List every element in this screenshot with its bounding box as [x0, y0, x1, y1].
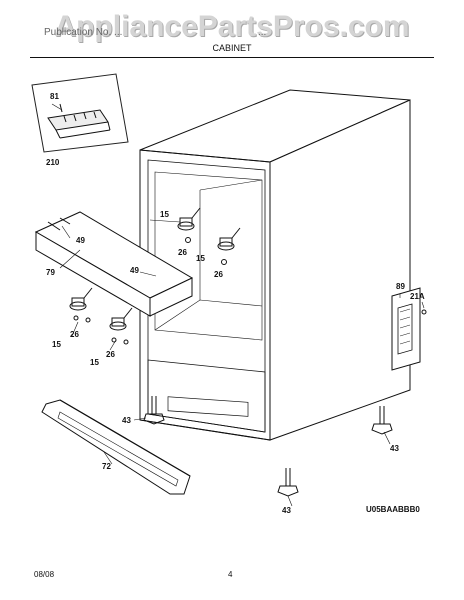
bracket-inset — [31, 73, 129, 153]
part-label-49-left: 49 — [76, 236, 85, 245]
toe-grille — [41, 399, 191, 495]
part-label-26-top: 26 — [178, 248, 187, 257]
header-rule — [30, 57, 434, 58]
part-label-210: 210 — [46, 158, 60, 167]
part-label-72: 72 — [102, 462, 111, 471]
part-label-43-right: 43 — [390, 444, 399, 453]
watermark: AppliancePartsPros.com — [54, 10, 410, 43]
part-label-79: 79 — [46, 268, 55, 277]
hinge-bottom-right — [109, 307, 133, 345]
part-label-89: 89 — [396, 282, 405, 291]
part-label-43-left: 43 — [122, 416, 131, 425]
side-vent-panel — [391, 287, 427, 371]
part-label-26-mid: 26 — [214, 270, 223, 279]
part-label-81: 81 — [50, 92, 59, 101]
part-label-15-top: 15 — [160, 210, 169, 219]
leveling-leg-front-left — [143, 396, 165, 425]
part-label-21a: 21A — [410, 292, 425, 301]
leveling-leg-right — [371, 406, 393, 435]
section-title: CABINET — [212, 43, 252, 53]
hinge-bottom-left — [69, 287, 93, 323]
leveling-leg-front-center — [277, 468, 299, 497]
publication-header: Publication No. ... — [44, 27, 123, 38]
footer-date: 08/08 — [34, 570, 55, 579]
hinge-top-left — [177, 207, 201, 243]
part-label-26-bottom-right: 26 — [106, 350, 115, 359]
part-label-43-center: 43 — [282, 506, 291, 515]
part-label-15-bottom-left: 15 — [52, 340, 61, 349]
page-number: 4 — [228, 570, 233, 579]
diagram-code: U05BAABBB0 — [366, 505, 420, 514]
hinge-top-right — [217, 227, 241, 265]
top-rail — [34, 211, 194, 317]
part-label-26-bottom-left: 26 — [70, 330, 79, 339]
part-label-49-right: 49 — [130, 266, 139, 275]
part-label-15-bottom-right: 15 — [90, 358, 99, 367]
leader-lines — [51, 103, 425, 507]
model-header: ... — [258, 27, 267, 38]
part-label-15-mid: 15 — [196, 254, 205, 263]
cabinet-body — [139, 89, 411, 441]
